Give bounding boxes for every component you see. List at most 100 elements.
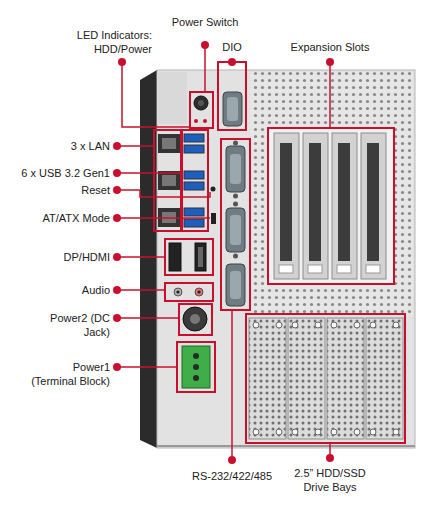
audio-jacks-part [174,288,182,296]
leader-lines-part [117,256,165,258]
reset-and-mode-switch-part [211,187,216,192]
callout-label: 3 x LAN [10,139,110,153]
drive-bay-trays-part [354,429,360,435]
drive-bay-trays-part [331,322,337,328]
leader-lines-part [117,172,181,174]
db9-connectors-part [233,202,238,207]
leader-lines-part [329,62,331,128]
terminal-block-part [182,346,210,388]
usb-ports-part [184,182,204,190]
expansion-slot-brackets-part [280,143,292,261]
leader-lines [117,45,330,460]
usb-ports-part [184,171,204,179]
callout-frames-part [221,139,250,310]
leader-dots-part [228,456,236,464]
leader-dots-part [326,58,334,66]
drive-bay-trays [249,318,403,439]
leader-lines-part [117,366,177,368]
expansion-slot-brackets-part [274,133,299,279]
callout-label: Expansion Slots [275,40,385,54]
leader-dots-part [113,253,121,261]
leader-lines-part [117,289,165,291]
dc-jack-part [190,314,200,324]
leader-lines-part [117,145,154,147]
leader-lines-part [122,62,190,127]
dc-jack-part [183,307,207,331]
expansion-slot-brackets-part [338,143,350,261]
leader-dots-part [113,186,121,194]
callout-frames-part [190,92,213,128]
chassis-part [157,445,415,447]
drive-bay-trays-part [315,429,321,435]
display-ports-part [169,243,181,271]
leader-dots [113,41,334,464]
reset-and-mode-switch-part [211,213,216,224]
leader-lines-part [117,190,210,197]
drive-bay-trays-part [292,429,298,435]
callout-frames-part [165,283,213,301]
expansion-slot-brackets-part [303,133,328,279]
leader-dots-part [113,286,121,294]
drive-bay-trays-part [331,429,337,435]
drive-bay-trays-part [276,429,282,435]
drive-bay-trays-part [366,318,403,439]
expansion-slot-brackets-part [337,265,351,273]
display-ports-part [195,243,206,271]
expansion-slot-brackets-part [366,265,380,273]
audio-jacks-part [195,288,203,296]
db9-connectors-part [230,154,241,184]
drive-bay-trays-part [370,322,376,328]
callout-label: Power2 (DC Jack) [50,311,110,339]
power-switch [194,96,208,123]
usb-ports-part [184,208,204,216]
drive-bay-trays-part [253,429,259,435]
callout-frames-part [218,62,246,130]
db9-connectors-part [233,194,238,199]
callout-label: 2.5” HDD/SSD Drive Bays [285,466,375,494]
leader-dots-part [113,169,121,177]
usb-ports [184,134,204,227]
callout-frames-part [268,128,394,284]
expansion-slot-brackets-part [308,265,322,273]
drive-bay-trays-part [292,322,298,328]
drive-bay-trays-part [288,318,325,439]
expansion-slot-brackets-part [367,143,379,261]
leader-dots-part [113,214,121,222]
dc-jack [183,307,207,331]
drive-bay-trays-part [276,322,282,328]
leader-dots-part [228,58,236,66]
callout-label: Power1 (Terminal Block) [27,360,110,388]
db9-connectors-part [226,264,245,306]
usb-ports-part [184,145,204,153]
lan-ports-part [162,175,176,186]
db9-connectors-part [233,141,238,146]
drive-bay-trays-part [370,429,376,435]
power-switch-part [194,96,208,110]
callout-label: AT/ATX Mode [10,211,110,225]
callout-frames [154,62,405,443]
expansion-slot-brackets-part [309,143,321,261]
db9-connectors [223,92,245,306]
db9-connectors-part [226,208,245,252]
leader-dots-part [326,454,334,462]
leader-dots-part [113,314,121,322]
expansion-slot-brackets-part [268,128,394,284]
drive-bay-trays-part [253,322,259,328]
callout-frames-part [181,130,208,231]
drive-bay-trays-part [393,429,399,435]
db9-connectors-part [233,254,238,259]
audio-jacks-part [197,290,200,293]
expansion-slot-brackets-part [279,265,293,273]
lan-ports-part [162,138,176,149]
db9-connectors-part [230,271,241,299]
usb-ports-part [184,219,204,227]
leader-lines-part [204,45,206,92]
leader-lines-part [117,217,210,219]
usb-ports-part [184,134,204,142]
callout-label: DIO [212,40,252,54]
callout-label: 6 x USB 3.2 Gen1 [5,166,110,180]
chassis-part [250,72,413,316]
expansion-slot-brackets [268,128,394,284]
expansion-slot-brackets-part [361,133,386,279]
